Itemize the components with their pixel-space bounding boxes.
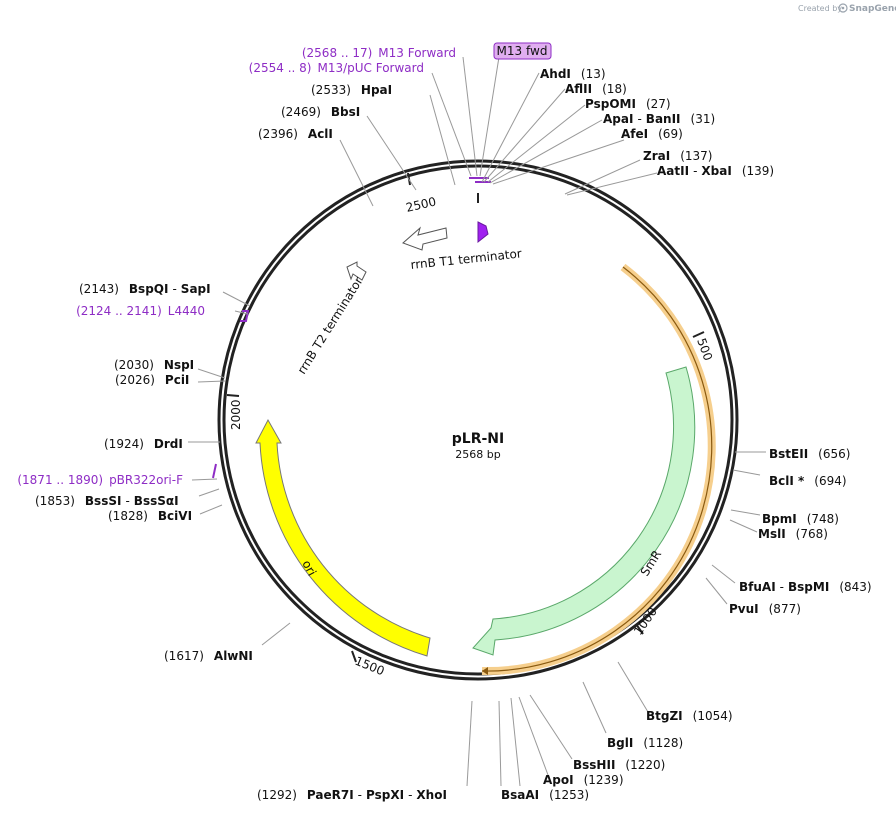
- enzyme-zrai: ZraI(137): [643, 149, 712, 163]
- enzyme-ahdi: AhdI(13): [540, 67, 606, 81]
- rrnb-t2-label: rrnB T2 terminator: [295, 274, 366, 376]
- tick-mark: [635, 623, 644, 635]
- pbr322-primer-mark: [212, 463, 217, 479]
- enzyme-nspi: (2030)NspI: [114, 358, 194, 372]
- tick-mark: [351, 650, 357, 663]
- enzyme-acli: (2396)AclI: [258, 127, 333, 141]
- rrnb-t1-label: rrnB T1 terminator: [410, 246, 523, 272]
- primer-name: pBR322ori-F: [109, 473, 183, 487]
- enzyme-alwni: (1617)AlwNI: [164, 649, 253, 663]
- plasmid-name: pLR-NI: [452, 431, 504, 447]
- primer-name: L4440: [168, 304, 205, 318]
- primer-range: (2568 .. 17): [302, 46, 372, 60]
- enzyme-bpmi: BpmI(748): [762, 512, 839, 526]
- primer-label-m13-puc-forward: (2554 .. 8) M13/pUC Forward: [249, 61, 424, 75]
- smr-highlight-line: [481, 266, 713, 672]
- enzyme-pvui: PvuI(877): [729, 602, 801, 616]
- m13-fwd-box: M13 fwd: [493, 42, 552, 60]
- enzyme-hpai: (2533)HpaI: [311, 83, 392, 97]
- primer-name: M13/pUC Forward: [317, 61, 424, 75]
- enzyme-bsssi: (1853)BssSI-BssSαI: [35, 494, 179, 508]
- tick-mark: [226, 394, 240, 397]
- leader-lines: [188, 56, 766, 787]
- backbone-inner: [222, 164, 734, 676]
- enzyme-pspomi: PspOMI(27): [585, 97, 671, 111]
- enzyme-bsteii: BstEII(656): [769, 447, 850, 461]
- rrnb-t2-feature: [346, 261, 367, 281]
- enzyme-msli: MslI(768): [758, 527, 828, 541]
- enzyme-paer7i: (1292)PaeR7I-PspXI-XhoI: [257, 788, 447, 802]
- enzyme-bcivi: (1828)BciVI: [108, 509, 192, 523]
- enzyme-bfuai: BfuAI-BspMI(843): [739, 580, 872, 594]
- enzyme-pcii: (2026)PciI: [115, 373, 189, 387]
- enzyme-bcli: BclI *(694): [769, 474, 847, 488]
- enzyme-bsshii: BssHII(1220): [573, 758, 665, 772]
- enzyme-btgzi: BtgZI(1054): [646, 709, 733, 723]
- ori-label: ori: [299, 558, 319, 578]
- enzyme-bsaai: BsaAI(1253): [501, 788, 589, 802]
- primer-label-m13-forward: (2568 .. 17) M13 Forward: [302, 46, 456, 60]
- enzyme-bgli: BglI(1128): [607, 736, 683, 750]
- primer-name: M13 Forward: [378, 46, 456, 60]
- tick-label-2500: 2500: [405, 194, 438, 215]
- primer-label-pbr322ori-f: (1871 .. 1890) pBR322ori-F: [17, 473, 183, 487]
- enzyme-apai: ApaI-BanII(31): [603, 112, 715, 126]
- m13-arrow: [477, 221, 489, 244]
- ori-feature: [255, 418, 431, 657]
- l4440-primer-mark: [240, 310, 250, 322]
- enzyme-bspqi: (2143)BspQI-SapI: [79, 282, 211, 296]
- snapgene-logo-icon: [838, 3, 848, 13]
- primer-range: (2554 .. 8): [249, 61, 312, 75]
- m13-fwd-label: M13 fwd: [497, 44, 548, 58]
- smr-feature: [472, 366, 696, 656]
- enzyme-drdi: (1924)DrdI: [104, 437, 183, 451]
- smr-highlight-arrowhead: [482, 667, 488, 675]
- enzyme-apoi: ApoI(1239): [543, 773, 624, 787]
- credit-prefix: Created by: [798, 4, 842, 13]
- plasmid-length: 2568 bp: [455, 448, 500, 461]
- primer-label-l4440: (2124 .. 2141) L4440: [76, 304, 205, 318]
- credit-brand: SnapGene: [849, 4, 896, 14]
- primer-range: (2124 .. 2141): [76, 304, 162, 318]
- primer-range: (1871 .. 1890): [17, 473, 103, 487]
- rrnb-t1-feature: [402, 226, 448, 251]
- tick-label-1500: 1500: [353, 654, 387, 678]
- backbone-outer: [217, 159, 739, 681]
- tick-label-2000: 2000: [229, 399, 243, 430]
- enzyme-bbsi: (2469)BbsI: [281, 105, 360, 119]
- tick-mark: [692, 331, 705, 338]
- enzyme-aatii: AatII-XbaI(139): [657, 164, 774, 178]
- enzyme-aflii: AflII(18): [565, 82, 627, 96]
- enzyme-afei: AfeI(69): [621, 127, 683, 141]
